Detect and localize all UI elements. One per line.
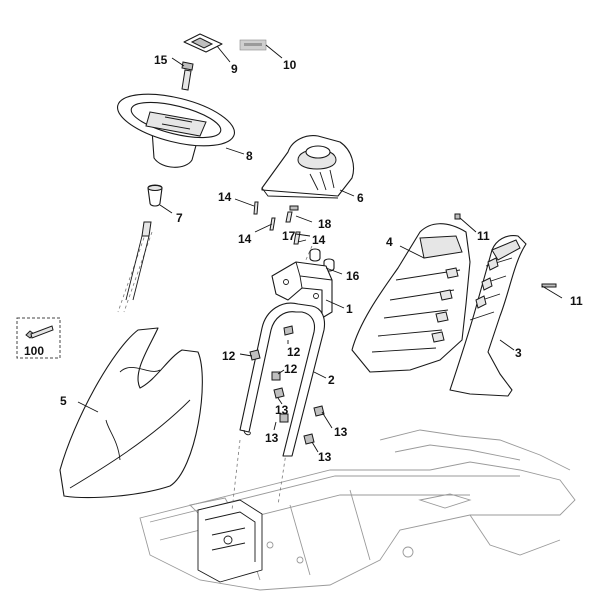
chassis-frame <box>139 429 576 591</box>
callout-13a: 13 <box>275 403 289 417</box>
callout-11a: 11 <box>477 229 490 243</box>
callout-3: 3 <box>515 346 522 360</box>
part-5-front-hood <box>59 327 203 499</box>
assembly-guide-lines <box>117 231 313 511</box>
part-10-decal <box>239 39 267 51</box>
callout-11b: 11 <box>570 294 583 308</box>
part-3-side-panel <box>449 235 527 397</box>
steering-shaft <box>125 221 152 301</box>
callout-16: 16 <box>346 269 360 283</box>
part-9-cap <box>183 33 223 53</box>
part-7-bushing <box>147 184 163 207</box>
callout-12b: 12 <box>287 345 301 359</box>
callout-4: 4 <box>386 235 393 249</box>
callout-100: 100 <box>24 344 44 358</box>
callout-18: 18 <box>318 217 332 231</box>
callout-10: 10 <box>283 58 297 72</box>
callout-12c: 12 <box>284 362 298 376</box>
callout-12a: 12 <box>222 349 236 363</box>
part-15-bolt <box>181 61 194 91</box>
callout-14b: 14 <box>238 232 252 246</box>
callout-7: 7 <box>176 211 183 225</box>
callout-13c: 13 <box>265 431 279 445</box>
part-6-dashboard-cover <box>261 135 355 199</box>
callout-14a: 14 <box>218 190 232 204</box>
callout-5: 5 <box>60 394 67 408</box>
callout-2: 2 <box>328 373 335 387</box>
leader-lines <box>77 44 563 453</box>
part-2-steering-post <box>239 302 326 457</box>
hardware-small-parts <box>253 201 335 272</box>
part-8-steering-wheel <box>116 93 236 168</box>
part-100-detail-box <box>16 317 61 359</box>
callout-14c: 14 <box>312 233 326 247</box>
callout-1: 1 <box>346 302 353 316</box>
callout-13b: 13 <box>334 425 348 439</box>
callout-9: 9 <box>231 62 238 76</box>
callout-15: 15 <box>154 53 168 67</box>
bolts-12-13 <box>249 325 325 445</box>
callout-17: 17 <box>282 229 296 243</box>
callout-labels: 9 10 15 8 7 6 14 14 18 17 14 16 1 2 12 1… <box>24 53 583 464</box>
callout-13d: 13 <box>318 450 332 464</box>
callout-8: 8 <box>246 149 253 163</box>
callout-6: 6 <box>357 191 364 205</box>
part-4-side-panel <box>351 223 471 373</box>
